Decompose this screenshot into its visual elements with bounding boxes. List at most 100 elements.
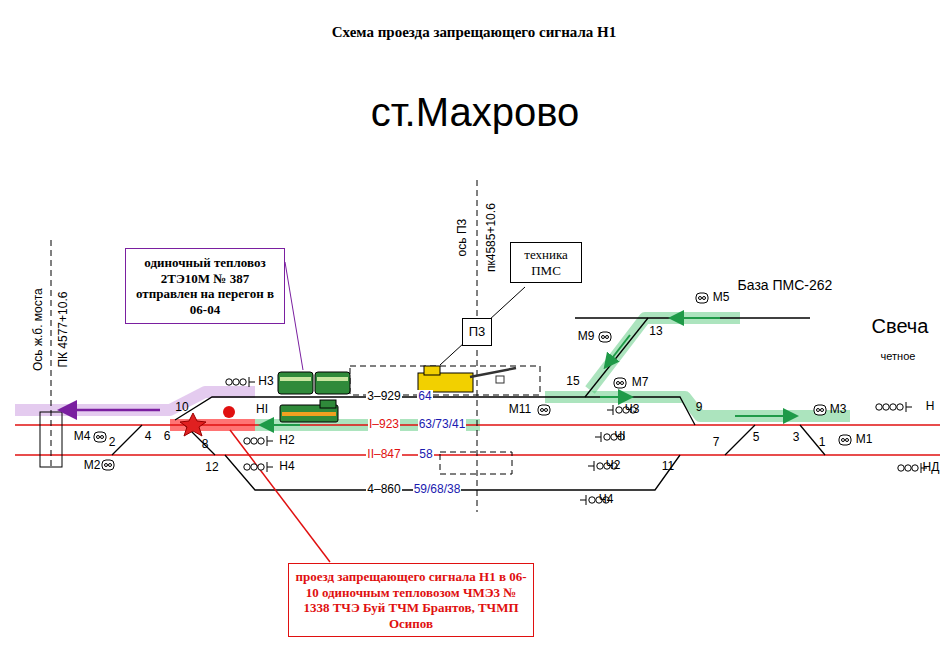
signal-head: [883, 404, 889, 410]
switch-number: 6: [164, 430, 171, 443]
track-length: 59/68/38: [413, 483, 462, 496]
switch-number: 13: [649, 325, 662, 338]
signal-name: Ч3: [625, 403, 640, 416]
station-name: ст.Махрово: [371, 90, 580, 134]
signal-head: [580, 500, 586, 501]
leader-line: [230, 430, 330, 562]
signal-symbols: [94, 293, 927, 505]
sign-box: П3: [462, 318, 492, 346]
axis-label: ось П3: [456, 219, 469, 257]
signal-head: [699, 297, 702, 300]
signal-head: [842, 439, 845, 442]
signal-name: М11: [509, 403, 531, 416]
signal-head: [602, 336, 605, 339]
signal-name: Н2: [279, 434, 294, 447]
signal-name: Н: [926, 400, 935, 413]
switch-number: 15: [566, 375, 579, 388]
signal-head: [105, 464, 108, 467]
signal-head: [545, 409, 548, 412]
signal-name: Н3: [258, 375, 273, 388]
signal-head: [101, 436, 104, 439]
switch-number: 7: [713, 436, 720, 449]
track-length: 64: [417, 390, 432, 403]
locomotive-chme3: [280, 400, 338, 422]
axis-label: пк4585+10.6: [484, 204, 497, 273]
signal-name: М3: [830, 403, 847, 416]
switch-number: 4: [145, 430, 152, 443]
signal-head: [102, 460, 114, 470]
signal-head: [614, 378, 626, 388]
route-arrows: [62, 318, 795, 425]
signal-head: [604, 434, 610, 440]
signal-head: [538, 405, 550, 415]
switch-number: 5: [753, 431, 760, 444]
signal-head: [814, 405, 826, 415]
signal-name: Ч4: [599, 493, 614, 506]
signal-head: [839, 435, 851, 445]
signal-head: [251, 438, 257, 444]
signal-head: [912, 465, 918, 471]
red-signal: [223, 406, 235, 418]
signal-head: [890, 404, 896, 410]
callout-box: проезд запрещающего сигнала Н1 в 06-10 о…: [288, 563, 534, 637]
signal-head: [817, 409, 820, 412]
signal-name: М4: [74, 430, 91, 443]
signal-head: [589, 497, 595, 503]
signal-head: [876, 404, 882, 410]
signal-head: [846, 439, 849, 442]
track-length: 58: [418, 448, 433, 461]
signal-head: [821, 409, 824, 412]
track-number: I–923: [368, 418, 400, 431]
signal-head: [696, 293, 708, 303]
overrun-star: [180, 413, 206, 436]
signal-head: [258, 464, 264, 470]
signal-head: [621, 382, 624, 385]
signal-head: [897, 404, 903, 410]
signal-head: [233, 379, 239, 385]
signal-head: [97, 436, 100, 439]
signal-name: Н4: [279, 460, 294, 473]
signal-head: [258, 438, 264, 444]
signal-name: ЧI: [614, 430, 625, 443]
signal-head: [267, 467, 273, 468]
signal-head: [597, 463, 603, 469]
signal-head: [599, 332, 611, 342]
signal-name: НД: [923, 461, 940, 474]
direction-name: четное: [881, 350, 916, 362]
track-number: II–847: [366, 448, 401, 461]
signal-name: М1: [856, 433, 873, 446]
place-name: База ПМС-262: [738, 278, 833, 293]
switch-number: 1: [819, 436, 826, 449]
track-number: 4–860: [366, 483, 401, 496]
track-number: 3–929: [366, 390, 401, 403]
switch-number: 2: [109, 436, 116, 449]
switch-number: 10: [175, 401, 188, 414]
direction-name: Свеча: [872, 315, 929, 337]
signal-head: [905, 465, 911, 471]
switch-number: 11: [662, 460, 674, 473]
leader-line: [285, 262, 303, 370]
signal-head: [249, 382, 255, 383]
signal-name: М7: [632, 376, 649, 389]
signal-head: [703, 297, 706, 300]
diagram-title: Схема проезда запрещающего сигнала Н1: [0, 24, 948, 41]
signal-head: [541, 409, 544, 412]
switch-number: 8: [202, 438, 209, 451]
callout-box: техника ПМС: [510, 242, 582, 283]
signal-head: [94, 432, 106, 442]
callout-text: одиночный тепловоз 2ТЭ10М № 387 отправле…: [132, 255, 278, 317]
axis-label: ПК 4577+10.6: [57, 291, 70, 369]
signal-head: [240, 379, 246, 385]
signal-head: [616, 407, 622, 413]
bridge-box: [40, 412, 62, 467]
callout-text: П3: [468, 324, 486, 340]
callout-text: техника ПМС: [515, 247, 577, 278]
signal-head: [244, 438, 250, 444]
signal-head: [906, 407, 912, 408]
signal-name: НI: [256, 403, 268, 416]
signal-head: [617, 382, 620, 385]
signal-head: [898, 465, 904, 471]
signal-head: [607, 410, 613, 411]
signal-name: М9: [578, 330, 595, 343]
callout-box: одиночный тепловоз 2ТЭ10М № 387 отправле…: [125, 248, 285, 324]
